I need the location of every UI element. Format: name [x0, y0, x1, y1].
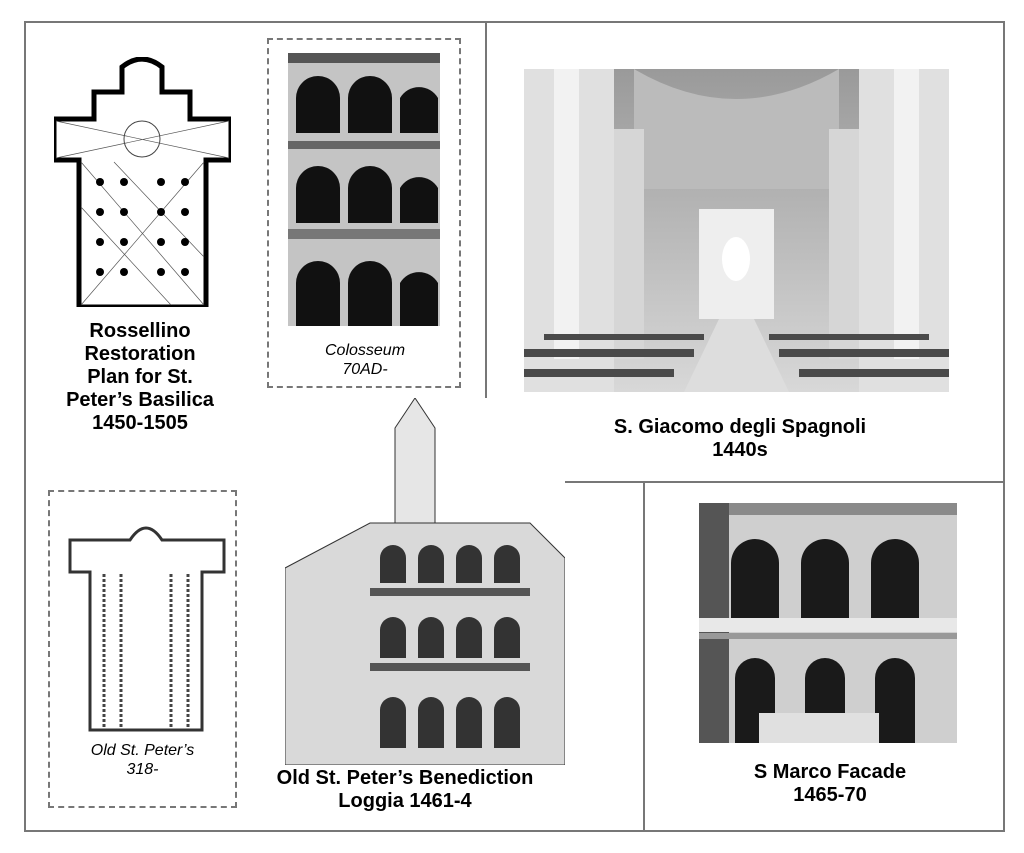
caption-line: Rossellino	[89, 320, 191, 342]
caption-line: Plan for St.	[87, 366, 193, 388]
san-marco-caption: S Marco Facade 1465-70	[730, 761, 930, 807]
colosseum-image	[288, 53, 440, 326]
rossellino-plan-image	[54, 57, 231, 307]
divider	[643, 482, 645, 832]
caption-line: 1450-1505	[92, 412, 188, 434]
caption-line: Restoration	[84, 343, 196, 365]
colosseum-box	[267, 38, 461, 388]
old-st-peters-plan-image	[68, 520, 226, 732]
caption-line: Loggia 1461-4	[338, 790, 472, 812]
benediction-loggia-image	[285, 398, 565, 765]
giacomo-caption: S. Giacomo degli Spagnoli 1440s	[560, 416, 920, 462]
caption-line: Old St. Peter’s	[90, 742, 195, 759]
caption-line: Old St. Peter’s Benediction	[276, 767, 534, 789]
caption-line: 1440s	[712, 439, 768, 461]
caption-line: 1465-70	[793, 784, 867, 806]
caption-line: 70AD-	[342, 361, 388, 378]
benediction-caption: Old St. Peter’s Benediction Loggia 1461-…	[250, 767, 560, 813]
old-st-peters-caption: Old St. Peter’s 318-	[60, 741, 225, 779]
colosseum-caption: Colosseum 70AD-	[300, 341, 430, 379]
caption-line: Peter’s Basilica	[66, 389, 214, 411]
caption-line: S Marco Facade	[753, 761, 907, 783]
san-marco-facade-photo	[699, 503, 957, 743]
old-st-peters-box	[48, 490, 237, 808]
caption-line: S. Giacomo degli Spagnoli	[613, 416, 867, 438]
giacomo-panel	[485, 21, 1005, 483]
caption-line: Colosseum	[324, 342, 406, 359]
caption-line: 318-	[126, 761, 159, 778]
rossellino-caption: Rossellino Restoration Plan for St. Pete…	[40, 320, 240, 435]
giacomo-interior-photo	[524, 69, 949, 392]
